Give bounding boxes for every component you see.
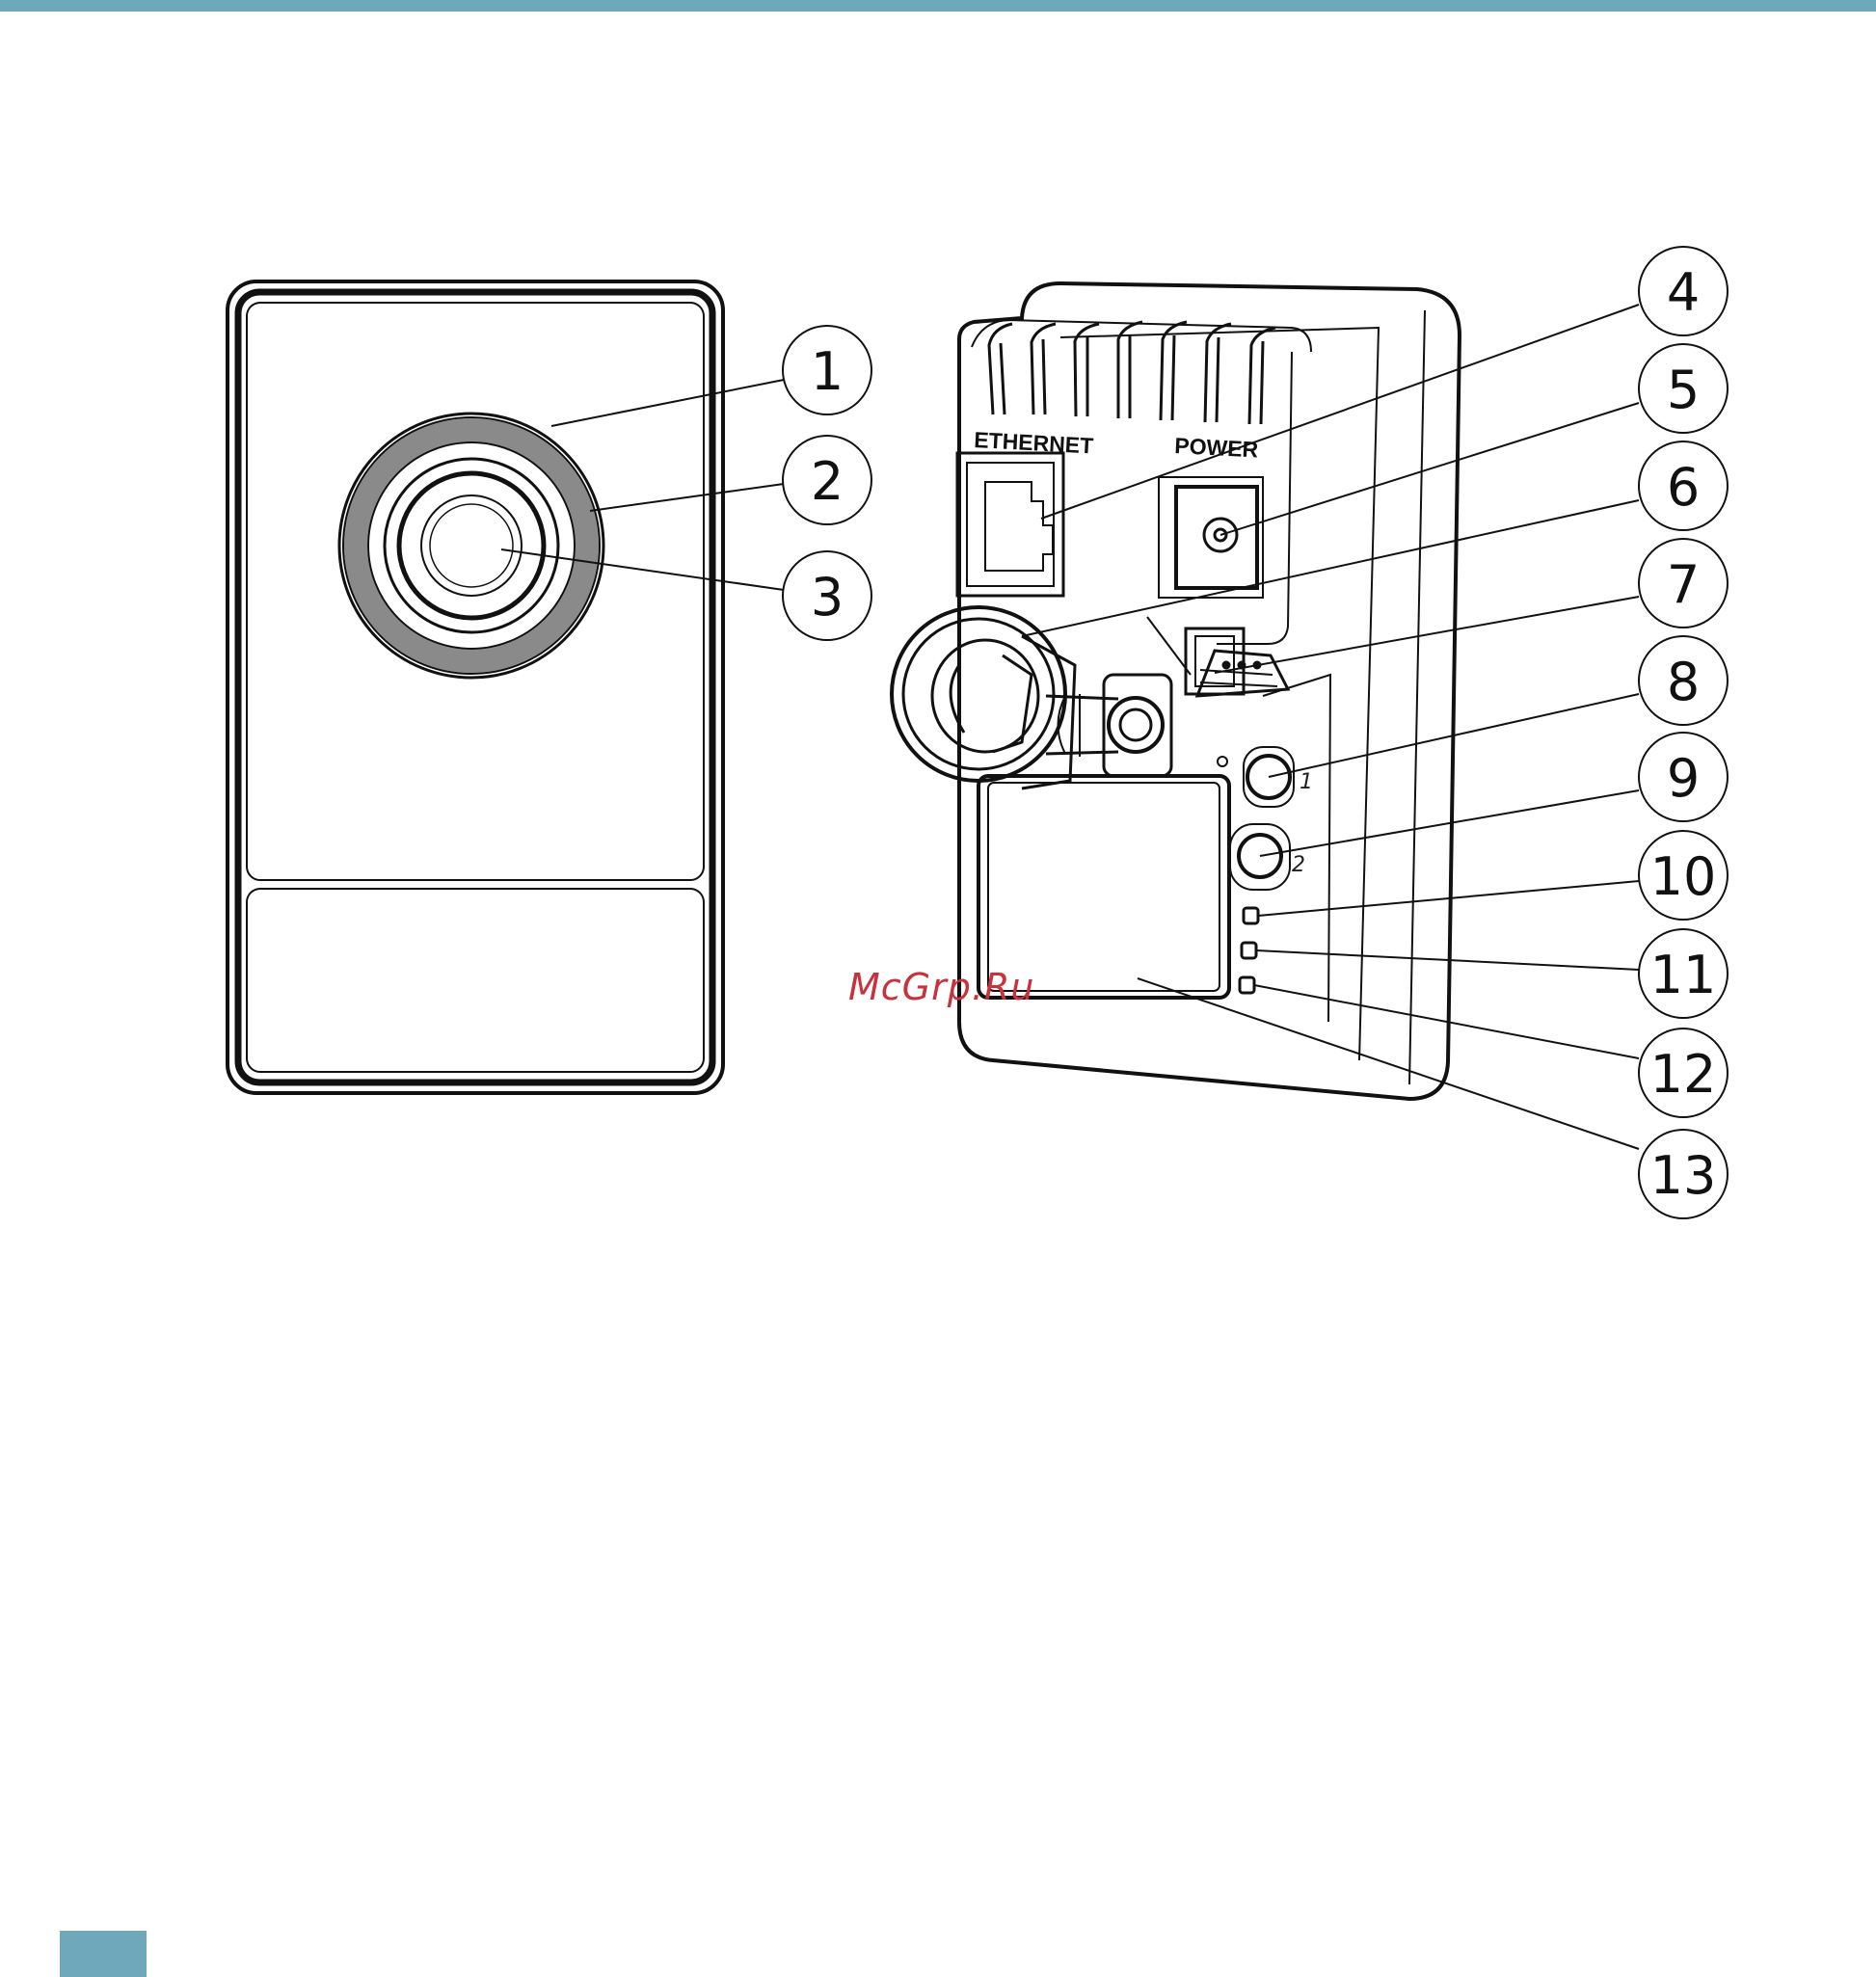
callout-5: 5 (1667, 360, 1700, 420)
callout-4: 4 (1667, 262, 1700, 323)
led-indicator-12 (1240, 977, 1254, 993)
lens-assembly (339, 414, 603, 678)
callout-3: 3 (811, 567, 844, 628)
callout-1: 1 (811, 341, 844, 402)
callout-12: 12 (1650, 1044, 1717, 1105)
callout-6: 6 (1667, 457, 1700, 518)
callout-2: 2 (811, 451, 844, 512)
callout-8: 8 (1667, 652, 1700, 712)
cooling-fins (989, 322, 1275, 424)
led-indicator-10 (1244, 908, 1258, 923)
io-terminal-block (1147, 617, 1330, 1022)
callout-10: 10 (1650, 846, 1717, 907)
callout-7: 7 (1667, 554, 1700, 615)
power-label: POWER (1174, 433, 1260, 463)
front-view (228, 281, 723, 1093)
mount-ring (892, 607, 1075, 788)
power-connector (1159, 477, 1263, 598)
button-1-label: 1 (1300, 770, 1313, 794)
watermark: McGrp.Ru (848, 966, 1034, 1008)
label-panel (978, 776, 1229, 998)
button-2-label: 2 (1292, 853, 1305, 877)
callout-9: 9 (1667, 748, 1700, 809)
callout-circles (783, 247, 1728, 1218)
callout-13: 13 (1650, 1145, 1717, 1206)
callout-11: 11 (1650, 945, 1717, 1005)
ethernet-port (957, 453, 1063, 596)
led-indicator-11 (1242, 943, 1256, 958)
button-2 (1230, 824, 1290, 890)
